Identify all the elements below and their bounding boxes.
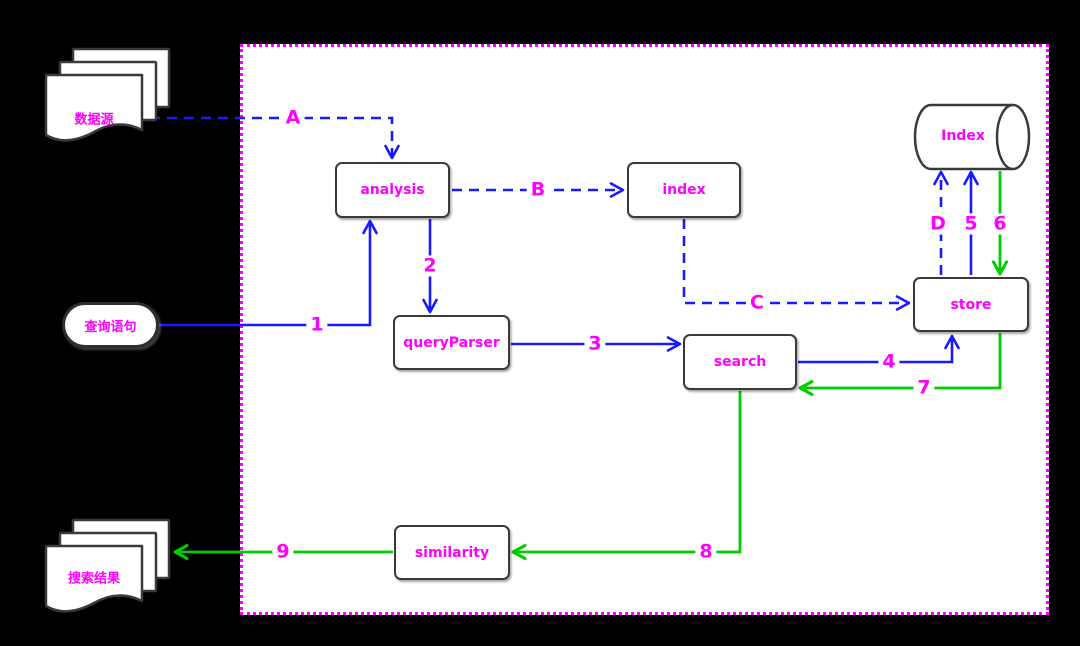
node-similarity: similarity (394, 525, 510, 580)
edge-label-C: C (746, 292, 768, 314)
edge-label-8: 8 (695, 541, 717, 563)
edge-label-6: 6 (989, 213, 1011, 235)
data-source-label: 数据源 (74, 112, 114, 128)
node-store: store (913, 277, 1029, 332)
query-statement-label: 查询语句 (84, 319, 137, 335)
edge-A (150, 116, 400, 160)
edge-label-7: 7 (913, 377, 935, 399)
search-results-documents-icon (44, 518, 171, 613)
node-index: index (627, 162, 741, 218)
edge-label-B: B (526, 179, 550, 201)
data-source-documents-icon (44, 47, 171, 142)
node-query-parser: queryParser (393, 315, 510, 370)
edge-8 (511, 391, 742, 560)
edge-C (682, 219, 911, 311)
edge-4 (798, 334, 960, 364)
edge-label-D: D (926, 213, 950, 235)
edge-1 (158, 219, 378, 327)
index-db-cylinder (913, 103, 1031, 171)
edge-label-2: 2 (419, 255, 441, 277)
node-analysis: analysis (335, 162, 450, 218)
edge-label-1: 1 (306, 314, 328, 336)
edge-label-9: 9 (272, 541, 294, 563)
query-statement-node: 查询语句 (62, 302, 159, 348)
edge-label-A: A (281, 107, 305, 129)
edge-label-5: 5 (960, 213, 982, 235)
edge-label-3: 3 (584, 333, 606, 355)
index-db-label: Index (941, 128, 985, 144)
edge-7 (798, 333, 1002, 396)
edge-label-4: 4 (878, 351, 900, 373)
search-results-label: 搜索结果 (67, 571, 121, 587)
node-search: search (683, 334, 797, 390)
